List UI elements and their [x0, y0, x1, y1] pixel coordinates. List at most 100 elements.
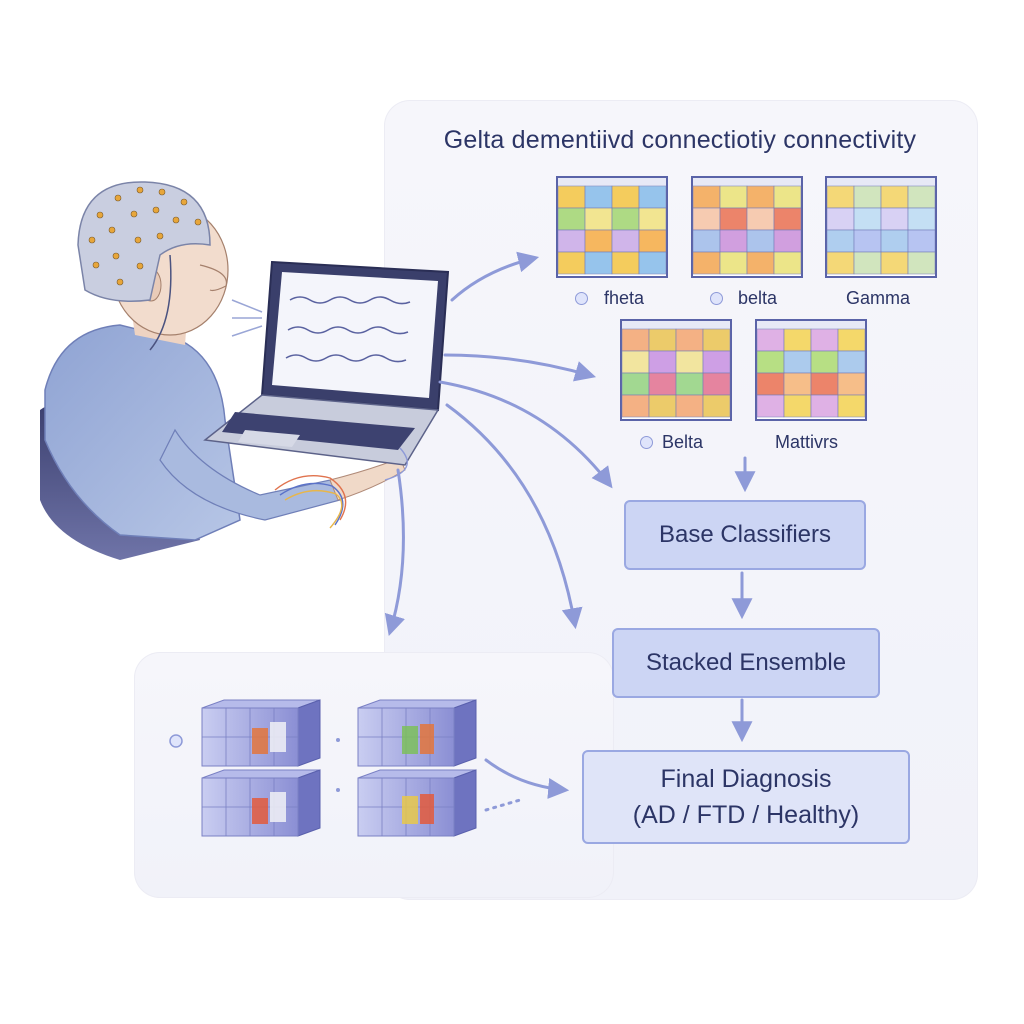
heatmap-cell [756, 394, 785, 418]
heatmap-cell [621, 350, 650, 374]
heatmap-header [827, 178, 935, 186]
heatmap-cell [719, 251, 748, 275]
heatmap-header [622, 321, 730, 329]
heatmap-cell [675, 328, 704, 352]
heatmap-cell [702, 350, 731, 374]
heatmap-matrices [755, 319, 867, 421]
wires-icon [274, 447, 408, 529]
heatmap-cell [557, 207, 586, 231]
heatmap-cell [837, 328, 866, 352]
heatmap-cell [853, 229, 882, 253]
arrow-icon [445, 403, 583, 630]
heatmap-label-delta-2: Belta [662, 432, 704, 452]
heatmap-cell [557, 229, 586, 253]
heatmap-cell [692, 185, 721, 209]
heatmap-cell [783, 350, 812, 374]
final-diagnosis-title: Final Diagnosis [660, 764, 832, 793]
legend-dot-icon [575, 292, 588, 305]
heatmap-cell [773, 229, 802, 253]
heatmap-cell [692, 207, 721, 231]
stacked-ensemble-label: Stacked Ensemble [645, 649, 847, 676]
heatmap-cell [584, 229, 613, 253]
heatmap-cell [692, 229, 721, 253]
heatmap-cell [702, 372, 731, 396]
heatmap-cell [719, 207, 748, 231]
heatmap-cell [611, 251, 640, 275]
heatmap-cell [584, 185, 613, 209]
heatmap-label-theta: fheta [604, 288, 645, 308]
arrow-icon [450, 251, 540, 302]
heatmap-cell [621, 394, 650, 418]
heatmap-cell [783, 394, 812, 418]
heatmap-cell [826, 229, 855, 253]
legend-dot-icon [640, 436, 653, 449]
heatmap-cell [675, 350, 704, 374]
heatmap-cell [826, 185, 855, 209]
data-block-icon [201, 699, 321, 767]
heatmap-cell [907, 229, 936, 253]
heatmap-label-delta: belta [738, 288, 778, 308]
base-classifiers-label: Base Classifiers [658, 521, 832, 548]
node-dot-icon [169, 734, 183, 748]
heatmap-cell [611, 185, 640, 209]
arrow-icon [484, 758, 570, 799]
heatmap-cell [826, 207, 855, 231]
data-block-icon [357, 699, 477, 767]
heatmap-header [757, 321, 865, 329]
heatmap-cell [853, 251, 882, 275]
heatmap-cell [810, 372, 839, 396]
heatmap-cell [648, 372, 677, 396]
heatmap-header [693, 178, 801, 186]
heatmap-cell [675, 394, 704, 418]
heatmap-cell [837, 394, 866, 418]
stacked-ensemble-box: Stacked Ensemble [612, 628, 880, 698]
heatmap-cell [746, 251, 775, 275]
heatmap-cell [638, 229, 667, 253]
heatmap-gamma [825, 176, 937, 278]
heatmap-cell [810, 394, 839, 418]
arrow-icon [438, 380, 613, 489]
heatmap-cell [557, 185, 586, 209]
heatmap-cell [783, 328, 812, 352]
heatmap-cell [719, 185, 748, 209]
heatmap-cell [746, 207, 775, 231]
heatmap-cell [746, 185, 775, 209]
heatmap-cell [702, 394, 731, 418]
signal-lines-icon [231, 299, 263, 337]
heatmap-cell [719, 229, 748, 253]
heatmap-cell [880, 185, 909, 209]
heatmap-cell [648, 328, 677, 352]
heatmap-delta-2 [620, 319, 732, 421]
final-diagnosis-classes: (AD / FTD / Healthy) [632, 801, 860, 829]
heatmap-cell [702, 328, 731, 352]
heatmap-cell [907, 251, 936, 275]
heatmap-cell [880, 207, 909, 231]
heatmap-cell [638, 185, 667, 209]
heatmap-cell [756, 328, 785, 352]
heatmap-cell [648, 394, 677, 418]
heatmap-label-matrices: Mattivrs [775, 432, 838, 452]
eeg-electrode-cap-icon [77, 181, 211, 351]
heatmap-cell [837, 372, 866, 396]
heatmap-cell [907, 185, 936, 209]
heatmap-cell [611, 229, 640, 253]
heatmap-cell [638, 207, 667, 231]
heatmap-cell [746, 229, 775, 253]
heatmap-cell [853, 207, 882, 231]
laptop-icon [203, 260, 450, 466]
heatmap-delta [691, 176, 803, 278]
heatmap-cell [826, 251, 855, 275]
heatmap-cell [773, 185, 802, 209]
data-block-icon [201, 769, 321, 837]
arrow-icon [443, 353, 597, 382]
data-blocks [169, 699, 477, 837]
heatmap-cell [584, 251, 613, 275]
heatmap-cell [692, 251, 721, 275]
diagram-title: Gelta dementiivd connectiotiy connectivi… [443, 126, 917, 154]
data-block-icon [357, 769, 477, 837]
legend-dot-icon [710, 292, 723, 305]
heatmap-label-gamma: Gamma [846, 288, 911, 308]
arrow-icon [384, 468, 405, 637]
heatmap-cell [837, 350, 866, 374]
